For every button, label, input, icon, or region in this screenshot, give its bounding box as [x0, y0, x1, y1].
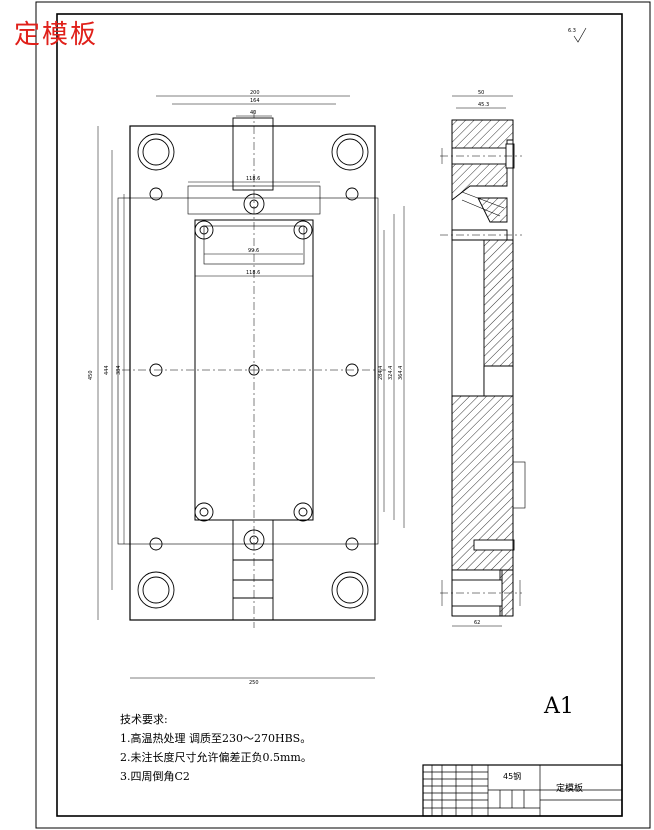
dim-center-118: 118.6 — [246, 176, 260, 182]
dim-right-364: 364.4 — [398, 366, 404, 380]
dim-height-444: 444 — [104, 365, 110, 375]
technical-requirements: 技术要求: 1.高温热处理 调质至230～270HBS。 2.未注长度尺寸允许偏… — [120, 710, 312, 786]
dim-width-250: 250 — [249, 680, 259, 686]
dim-height-384: 384 — [116, 365, 122, 375]
dim-side-50: 50 — [478, 90, 484, 96]
dim-height-450: 450 — [88, 370, 94, 380]
requirements-heading: 技术要求: — [120, 713, 168, 726]
side-view — [440, 95, 526, 627]
dim-side-62: 62 — [474, 620, 480, 626]
requirement-item: 3.四周倒角C2 — [120, 770, 190, 783]
title-block-material: 45钢 — [503, 772, 522, 781]
dim-side-45: 45.3 — [478, 102, 489, 108]
title-stamp: 定模板 — [14, 20, 99, 50]
dim-right-284: 284.4 — [378, 366, 384, 380]
dim-top-164: 164 — [250, 98, 260, 104]
outer-border — [35, 1, 651, 829]
title-block — [422, 764, 623, 817]
title-block-part-name: 定模板 — [556, 784, 584, 794]
front-view — [97, 95, 405, 679]
dim-right-324: 324.4 — [388, 366, 394, 380]
requirement-item: 2.未注长度尺寸允许偏差正负0.5mm。 — [120, 751, 312, 764]
dim-top-200: 200 — [250, 90, 260, 96]
sheet-size-label: A1 — [544, 694, 574, 719]
dim-center-118b: 118.6 — [246, 270, 260, 276]
inner-border — [56, 13, 623, 817]
requirement-item: 1.高温热处理 调质至230～270HBS。 — [120, 732, 312, 745]
roughness-symbol — [573, 27, 587, 43]
roughness-note: 6.3 — [568, 28, 576, 34]
dim-center-99: 99.6 — [248, 248, 259, 254]
dim-top-40: 40 — [250, 110, 256, 116]
